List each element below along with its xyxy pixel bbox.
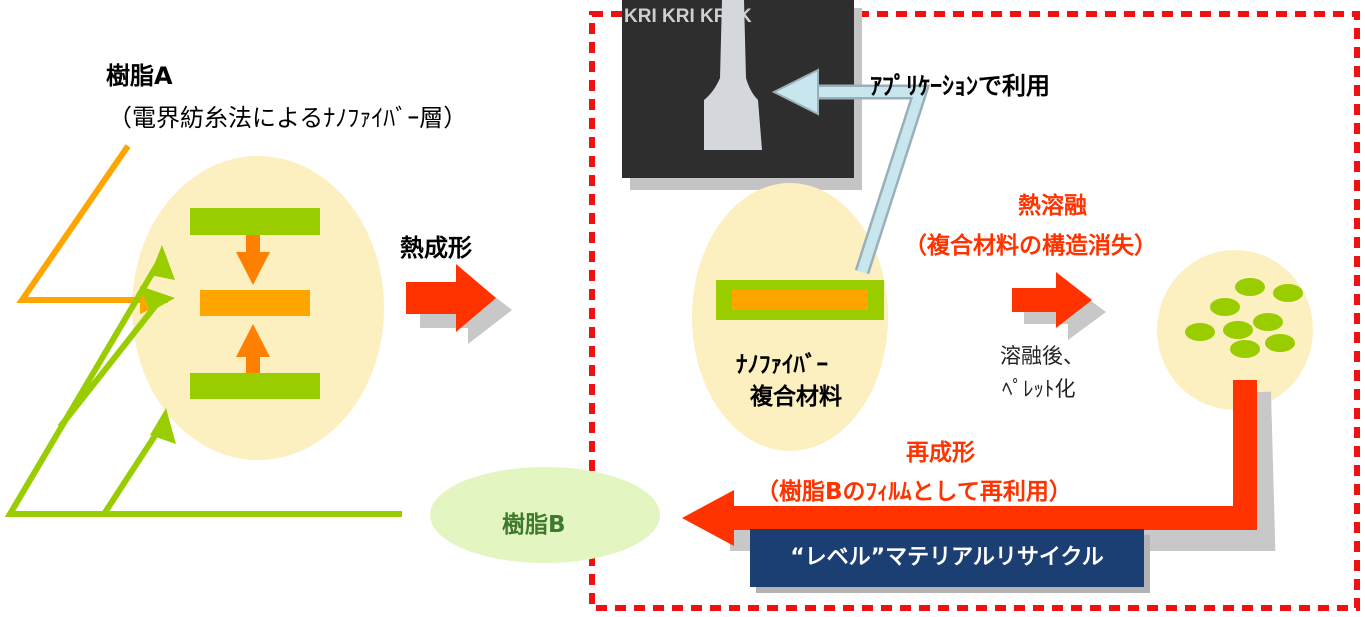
resin-b-line-middle: [57, 298, 163, 429]
green-layer-top: [190, 208, 320, 235]
resin-b-label: 樹脂B: [502, 512, 566, 538]
resin-a-subtitle: （電界紡糸法によるﾅﾉﾌｧｲﾊﾞｰ層）: [108, 104, 468, 132]
remolding-subtitle: （樹脂Bのﾌｨﾙﾑとして再利用）: [756, 479, 1072, 505]
resin-a-line: [16, 144, 170, 305]
recycle-region-border: [589, 11, 1360, 611]
application-use-label: ｱﾌﾟﾘｹｰｼｮﾝで利用: [870, 72, 1050, 100]
resin-a-title: 樹脂A: [106, 62, 173, 90]
pellets: [1185, 278, 1303, 358]
green-arrowhead-mid: [140, 286, 175, 312]
after-melting-line1: 溶融後、: [1000, 344, 1084, 368]
heat-melting-title: 熱溶融: [1018, 193, 1087, 219]
melting-arrow: [1012, 272, 1106, 340]
nanofiber-composite-line2: 複合材料: [750, 384, 842, 410]
heat-melting-subtitle: （複合材料の構造消失）: [904, 233, 1157, 259]
sample-strip: [704, 0, 762, 150]
after-melting-line2: ﾍﾟﾚｯﾄ化: [1002, 377, 1076, 401]
application-arrow: [771, 68, 931, 275]
resin-b-line-inner: [101, 426, 163, 516]
remolding-title: 再成形: [906, 440, 975, 466]
thermoforming-arrow: [406, 264, 512, 344]
composite-inner: [732, 290, 868, 310]
green-arrowhead-top: [150, 245, 175, 280]
nanofiber-composite-line1: ﾅﾉﾌｧｲﾊﾞｰ: [736, 352, 828, 378]
thermoforming-label: 熱成形: [400, 234, 472, 262]
photo-watermark: KRI KRI KRI K: [624, 6, 752, 27]
green-layer-bottom: [190, 373, 320, 399]
resin-b-line-outer: [4, 258, 402, 517]
green-arrowhead-low: [150, 408, 176, 444]
orange-layer: [200, 290, 310, 316]
press-arrow-down: [236, 235, 270, 285]
resin-b-ellipse: [430, 467, 660, 563]
press-arrow-up: [236, 324, 270, 373]
level-material-recycle-banner: “レベル”マテリアルリサイクル: [750, 529, 1144, 587]
